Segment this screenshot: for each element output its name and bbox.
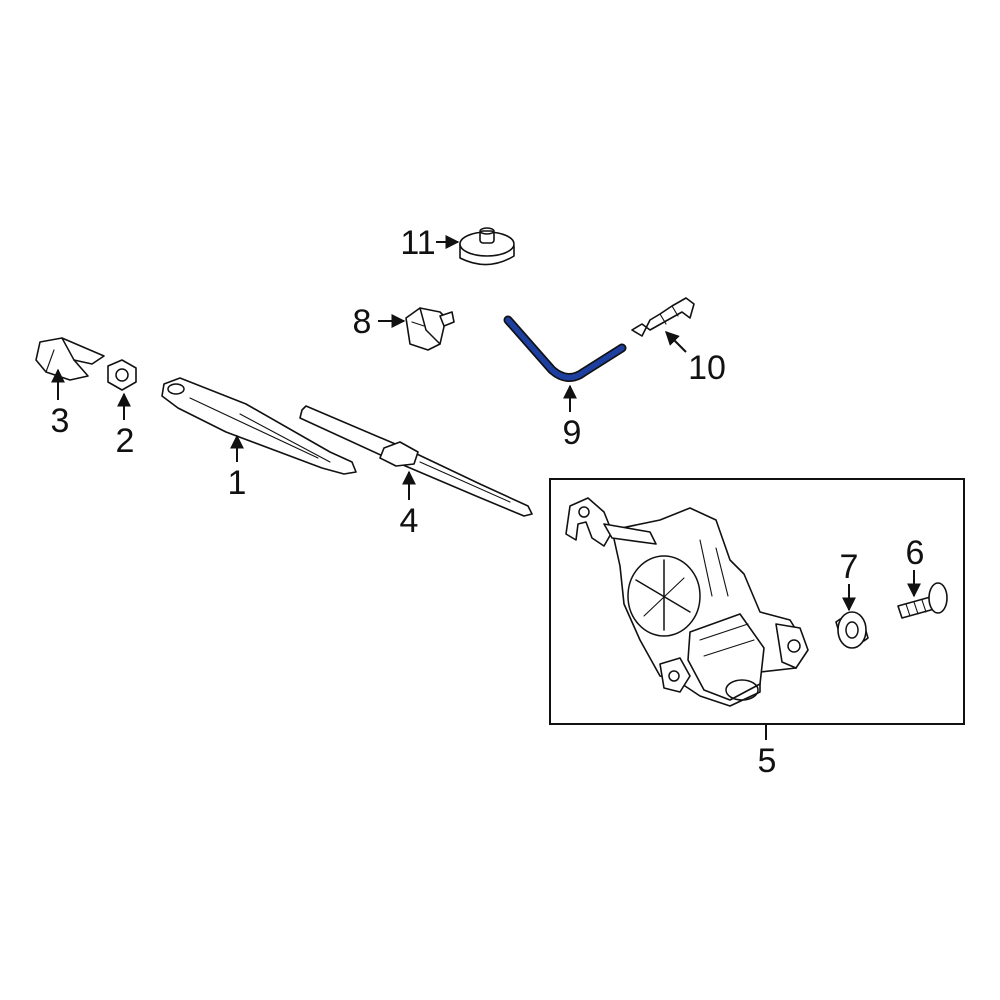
callout-8: 8	[353, 303, 372, 341]
part-7-bushing[interactable]	[835, 611, 869, 649]
callout-10: 10	[688, 349, 726, 387]
part-8-washer-nozzle[interactable]	[405, 307, 455, 351]
part-9-washer-hose[interactable]	[503, 315, 627, 382]
callout-11: 11	[400, 224, 435, 262]
part-3-arm-cap[interactable]	[35, 337, 105, 381]
leader-lines	[51, 235, 921, 740]
part-5-wiper-motor[interactable]	[565, 497, 809, 707]
callout-2: 2	[116, 422, 135, 460]
callout-7: 7	[840, 548, 859, 586]
part-2-nut[interactable]	[107, 359, 137, 391]
part-10-hose-connector[interactable]	[631, 297, 695, 337]
part-4-wiper-blade[interactable]	[299, 405, 533, 517]
callout-4: 4	[400, 502, 419, 540]
callout-3: 3	[51, 402, 70, 440]
part-6-bolt[interactable]	[897, 582, 948, 619]
part-1-wiper-arm[interactable]	[161, 377, 357, 475]
part-11-grommet[interactable]	[459, 227, 515, 266]
callout-6: 6	[906, 534, 925, 572]
callout-9: 9	[563, 414, 582, 452]
callout-5: 5	[758, 742, 777, 780]
callout-1: 1	[228, 464, 247, 502]
part-5-outline-box	[549, 478, 965, 725]
